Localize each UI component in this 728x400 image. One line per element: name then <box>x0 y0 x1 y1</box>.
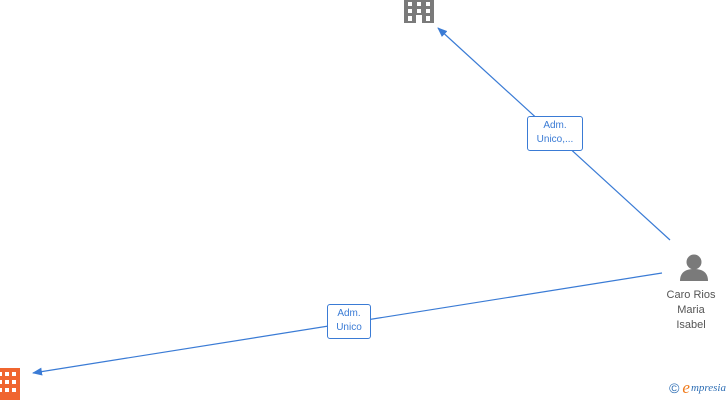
empresia-watermark: © e mpresia <box>669 378 726 398</box>
edge-label-line: Unico <box>336 322 362 333</box>
person-name-line: Caro Rios <box>666 289 716 301</box>
person-name[interactable]: Caro Rios Maria Isabel <box>651 288 728 333</box>
person-name-line: Maria <box>677 304 705 316</box>
copyright-symbol: © <box>669 380 680 396</box>
edge-label-top[interactable]: Adm. Unico,... <box>527 116 583 151</box>
empresia-logo-text: mpresia <box>690 382 726 394</box>
building-icon[interactable] <box>404 0 434 23</box>
person-icon[interactable] <box>680 254 708 282</box>
empresia-logo-initial: e <box>682 378 690 397</box>
edge-label-bottom[interactable]: Adm. Unico <box>327 304 371 339</box>
building-icon[interactable] <box>0 368 20 400</box>
edge-label-line: Unico,... <box>536 134 574 145</box>
person-name-line: Isabel <box>676 319 706 331</box>
edge-label-line: Adm. <box>543 120 567 131</box>
edge-label-line: Adm. <box>337 308 361 319</box>
